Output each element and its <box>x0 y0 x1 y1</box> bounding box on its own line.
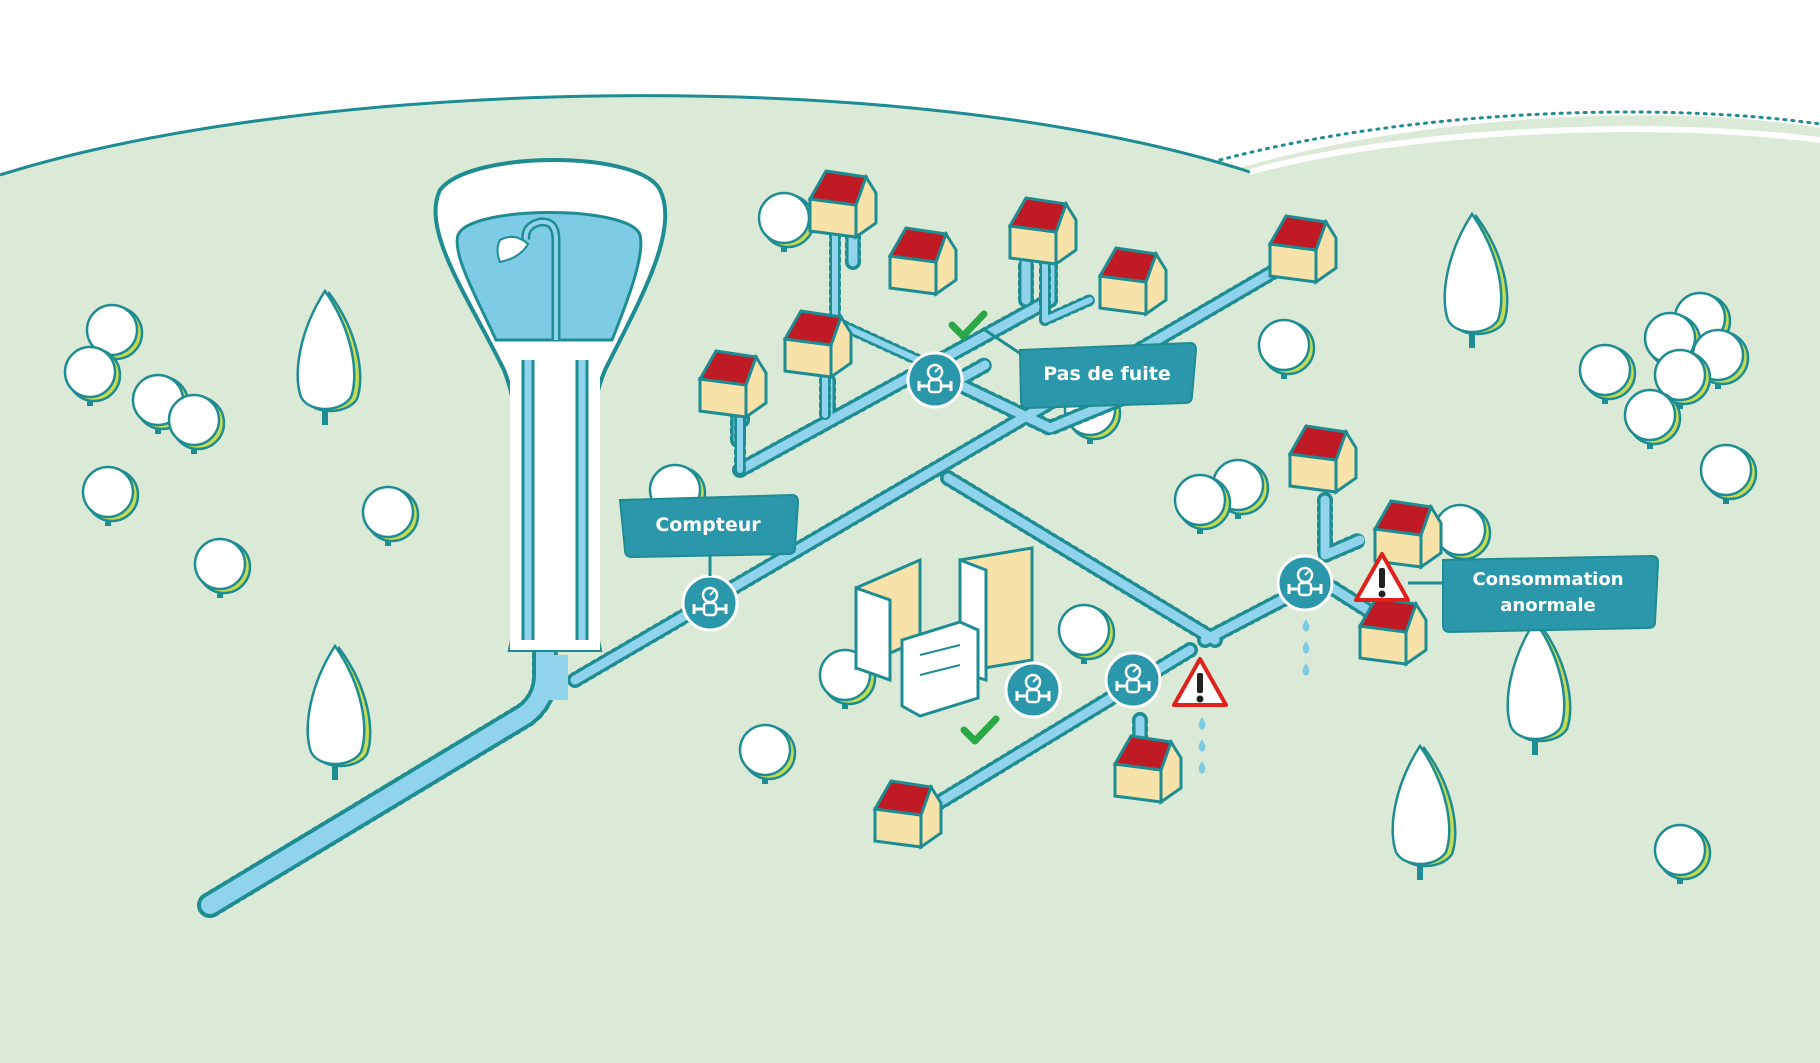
meter-pas-de-fuite <box>906 351 964 409</box>
apartment-buildings <box>854 546 1034 718</box>
label-consommation-anormale: Consommation anormale <box>1442 554 1660 634</box>
label-anormale-text: anormale <box>1500 595 1595 616</box>
meter-leak <box>1104 651 1162 709</box>
hill-outline-left <box>0 94 1251 177</box>
hill-outline-right <box>1218 110 1820 162</box>
label-pas-de-fuite-text: Pas de fuite <box>1043 363 1171 385</box>
meter-apartments <box>1004 661 1062 719</box>
water-tower <box>433 158 668 700</box>
label-compteur: Compteur <box>618 493 800 559</box>
label-consommation-text: Consommation <box>1472 569 1623 590</box>
label-pas-de-fuite: Pas de fuite <box>1018 341 1198 410</box>
label-compteur-text: Compteur <box>655 514 761 536</box>
meter-compteur <box>681 574 739 632</box>
meter-consommation <box>1276 554 1334 612</box>
